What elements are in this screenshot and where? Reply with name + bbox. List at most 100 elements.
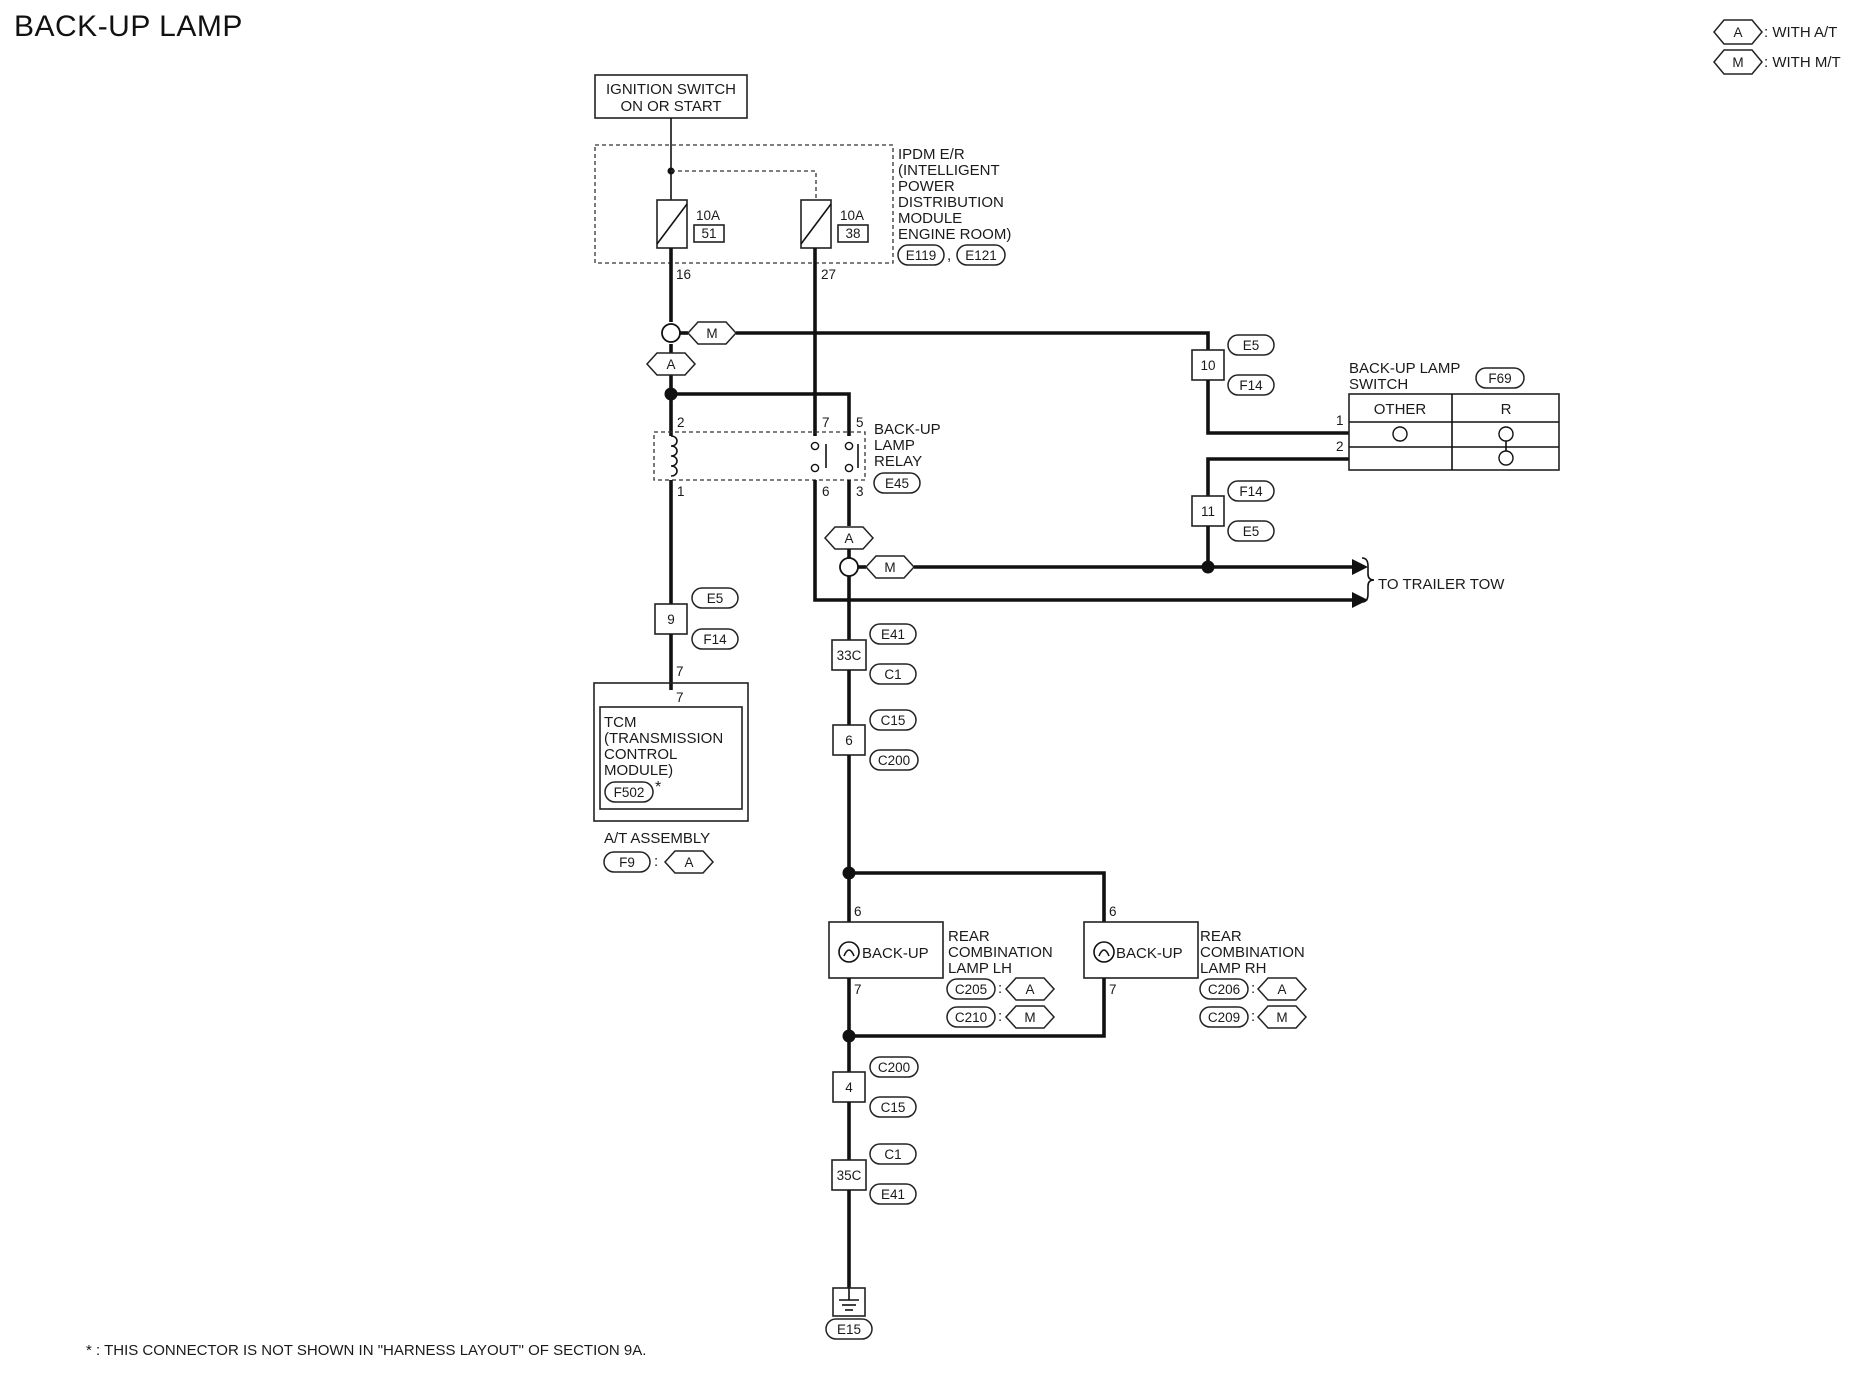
svg-text:6: 6 — [822, 484, 830, 499]
svg-text:E5: E5 — [707, 591, 724, 606]
svg-text:E41: E41 — [881, 627, 905, 642]
joint-11: 11 F14 E5 — [1191, 480, 1275, 542]
relay-coil — [670, 435, 678, 477]
legend: A : WITH A/T M : WITH M/T — [1713, 19, 1841, 75]
svg-text:C200: C200 — [878, 753, 910, 768]
svg-text:SWITCH: SWITCH — [1349, 376, 1408, 393]
joint-35c: 35C C1 E41 — [831, 1143, 917, 1205]
svg-text:LAMP LH: LAMP LH — [948, 960, 1012, 977]
at-assembly-label: A/T ASSEMBLY — [604, 830, 710, 847]
svg-text:(TRANSMISSION: (TRANSMISSION — [604, 730, 723, 747]
svg-text::: : — [1251, 1008, 1255, 1025]
svg-text:R: R — [1501, 401, 1512, 418]
svg-text:LAMP: LAMP — [874, 437, 915, 454]
legend-mt-label: : WITH M/T — [1764, 54, 1841, 71]
svg-text:33C: 33C — [837, 648, 862, 663]
at-tag-left — [645, 352, 697, 376]
svg-text:11: 11 — [1201, 504, 1215, 519]
svg-text:C209: C209 — [1208, 1010, 1240, 1025]
svg-text:COMBINATION: COMBINATION — [948, 944, 1053, 961]
svg-text:7: 7 — [854, 982, 862, 997]
rear-combination-lamp-rh: 6 BACK-UP REAR COMBINATION LAMP RH C206 … — [1083, 904, 1308, 1029]
ipdm-line1: IPDM E/R — [898, 146, 965, 163]
svg-text:C205: C205 — [955, 982, 987, 997]
ignition-switch-line1: IGNITION SWITCH — [606, 81, 736, 98]
lamp-bulb-icon — [1093, 941, 1115, 963]
svg-text:,: , — [947, 247, 951, 264]
svg-text:9: 9 — [667, 612, 675, 627]
fuse-38-number: 38 — [845, 226, 860, 241]
ipdm-connector-1 — [897, 244, 945, 266]
svg-text:6: 6 — [854, 904, 862, 919]
svg-text:A: A — [684, 855, 693, 870]
svg-text:C1: C1 — [884, 1147, 901, 1162]
svg-text:E121: E121 — [965, 248, 997, 263]
svg-text:27: 27 — [821, 267, 836, 282]
splice-node-top — [661, 323, 681, 343]
svg-text:BACK-UP LAMP: BACK-UP LAMP — [1349, 360, 1460, 377]
svg-text:6: 6 — [1109, 904, 1117, 919]
joint-33c: 33C E41 C1 — [831, 623, 917, 685]
ipdm-line4: DISTRIBUTION — [898, 194, 1004, 211]
svg-text:3: 3 — [856, 484, 864, 499]
svg-text:2: 2 — [677, 415, 685, 430]
svg-text:C1: C1 — [884, 667, 901, 682]
svg-text:7: 7 — [1109, 982, 1117, 997]
svg-text:C15: C15 — [881, 1100, 906, 1115]
svg-text:CONTROL: CONTROL — [604, 746, 677, 763]
svg-text:TCM: TCM — [604, 714, 637, 731]
svg-text:*: * — [655, 779, 661, 796]
svg-text:REAR: REAR — [1200, 928, 1242, 945]
svg-text:M: M — [884, 560, 895, 575]
joint-9: 9 E5 F14 — [654, 587, 739, 650]
ignition-switch: IGNITION SWITCH ON OR START — [594, 74, 748, 119]
svg-text:2: 2 — [1336, 439, 1344, 454]
ground-icon — [832, 1287, 866, 1317]
page-title: BACK-UP LAMP — [14, 10, 243, 43]
backup-lamp-relay: 2 7 5 BACK-UP LAMP RELAY E45 — [653, 415, 941, 494]
svg-text:F14: F14 — [1239, 484, 1263, 499]
svg-text:35C: 35C — [837, 1168, 862, 1183]
svg-text:A: A — [666, 357, 675, 372]
legend-mt-code: M — [1732, 55, 1743, 70]
svg-text:7: 7 — [676, 664, 684, 679]
legend-mt-tag — [1713, 49, 1763, 75]
svg-text:10A: 10A — [840, 208, 864, 223]
svg-text:REAR: REAR — [948, 928, 990, 945]
ipdm-module: IPDM E/R (INTELLIGENT POWER DISTRIBUTION… — [594, 144, 1011, 266]
svg-text:OTHER: OTHER — [1374, 401, 1427, 418]
svg-text:16: 16 — [676, 267, 691, 282]
svg-text:BACK-UP: BACK-UP — [862, 945, 929, 962]
joint-6: 6 C15 C200 — [832, 709, 919, 771]
joint-4: 4 C200 C15 — [832, 1056, 919, 1118]
svg-text:1: 1 — [1336, 413, 1344, 428]
svg-text:E119: E119 — [906, 248, 937, 263]
svg-text:F14: F14 — [703, 632, 727, 647]
switch-connector: F69 — [1488, 371, 1511, 386]
trailer-tow-label: TO TRAILER TOW — [1378, 576, 1505, 593]
fuse-51-number: 51 — [701, 226, 716, 241]
svg-text:E5: E5 — [1243, 524, 1260, 539]
svg-text:10: 10 — [1200, 358, 1215, 373]
svg-text:C200: C200 — [878, 1060, 910, 1075]
ipdm-line6: ENGINE ROOM) — [898, 226, 1011, 243]
ignition-switch-line2: ON OR START — [620, 98, 721, 115]
svg-text:C15: C15 — [881, 713, 906, 728]
svg-text:MODULE): MODULE) — [604, 762, 673, 779]
svg-text:C206: C206 — [1208, 982, 1240, 997]
legend-at-code: A — [1733, 25, 1742, 40]
svg-text:M: M — [1276, 1010, 1287, 1025]
rear-combination-lamp-lh: 6 BACK-UP REAR COMBINATION LAMP LH C205 … — [828, 904, 1056, 1029]
svg-text:A: A — [1025, 982, 1034, 997]
ground-connector: E15 — [837, 1322, 861, 1337]
svg-text:F14: F14 — [1239, 378, 1263, 393]
svg-text::: : — [998, 980, 1002, 997]
svg-text::: : — [1251, 980, 1255, 997]
svg-text:COMBINATION: COMBINATION — [1200, 944, 1305, 961]
at-tag-mid — [823, 526, 875, 550]
svg-text:M: M — [706, 326, 717, 341]
svg-text:E5: E5 — [1243, 338, 1260, 353]
svg-text:7: 7 — [822, 415, 830, 430]
trailer-brace — [1361, 557, 1375, 603]
